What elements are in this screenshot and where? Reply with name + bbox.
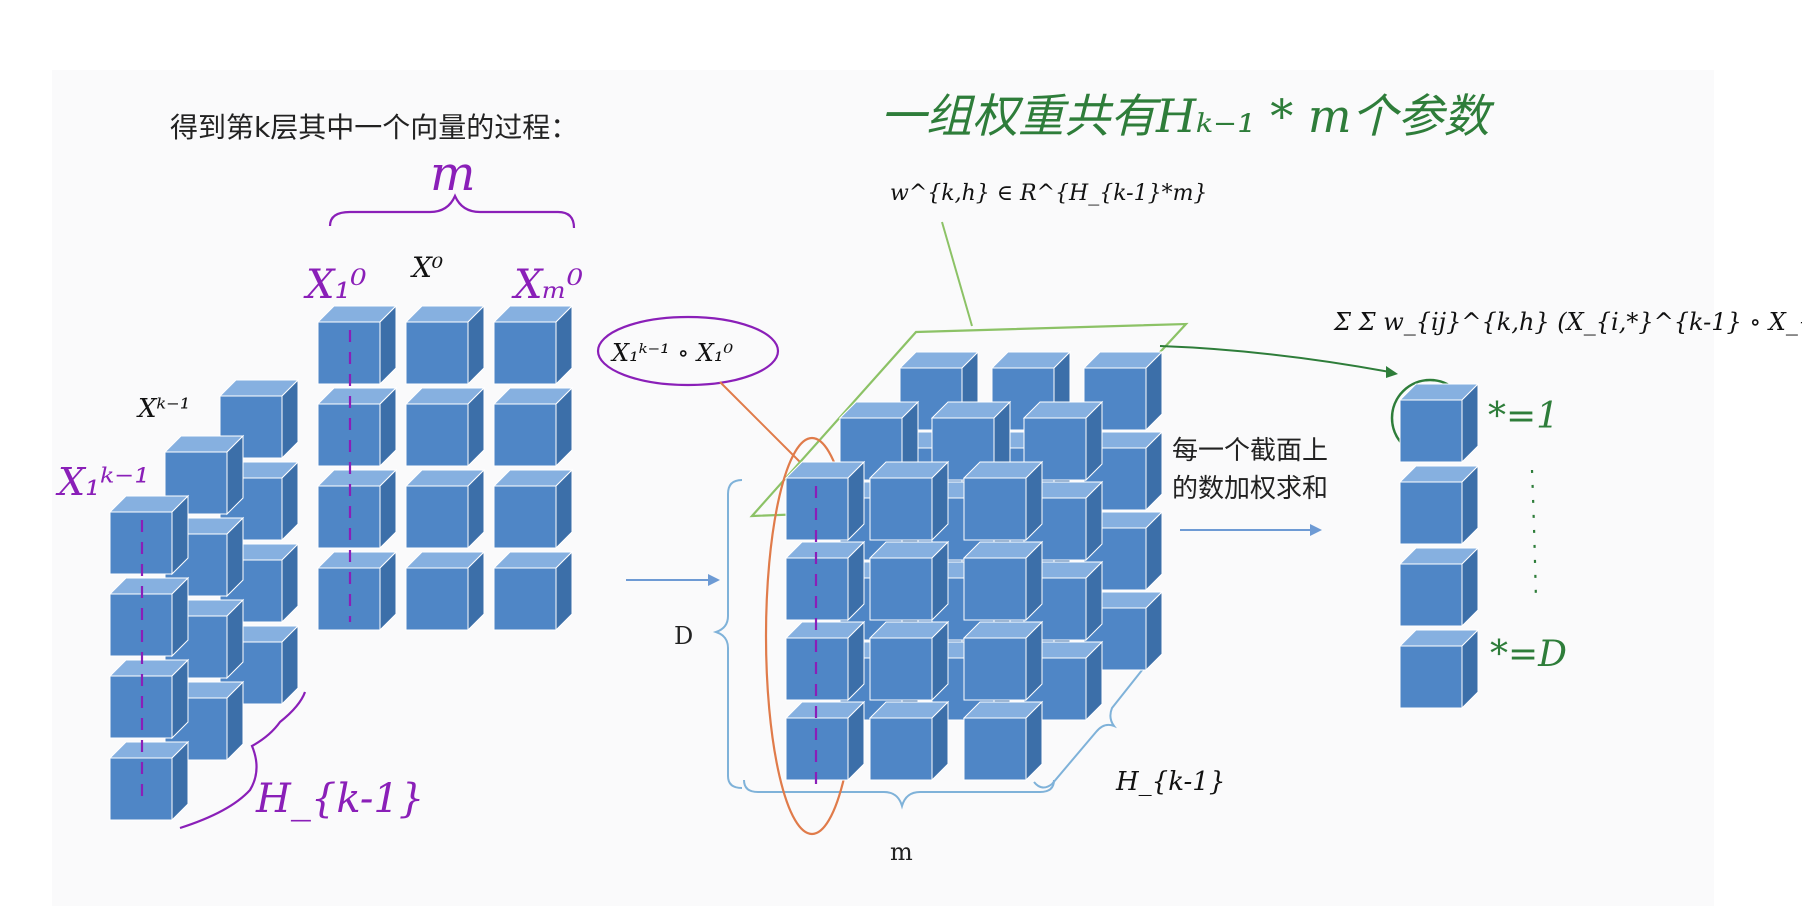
cube-block-mid: [838, 400, 920, 482]
cube-block-front: [784, 540, 866, 622]
cube-xk1: [108, 658, 190, 740]
orange-pointer: [719, 381, 801, 463]
hand-xm-0: Xₘ⁰: [511, 262, 583, 308]
cube-x0: [492, 550, 574, 632]
arrow-2-head: [1310, 524, 1322, 536]
hk1-label: H_{k-1}: [1115, 767, 1225, 797]
cube-xk1: [108, 740, 190, 822]
cube-block-front: [868, 540, 950, 622]
cube-x0: [492, 468, 574, 550]
cube-result: [1398, 382, 1480, 464]
section-text-1: 每一个截面上: [1172, 436, 1329, 466]
cube-block-front: [962, 540, 1044, 622]
cube-block-front: [868, 700, 950, 782]
cube-block-front: [962, 700, 1044, 782]
hand-hk1: H_{k-1}: [255, 776, 424, 822]
cube-x0: [404, 386, 486, 468]
cube-x0: [316, 468, 398, 550]
cube-block-mid: [1022, 400, 1104, 482]
cube-layer: [108, 304, 1480, 822]
brace-hk1-hand: [179, 691, 307, 830]
page-title: 得到第k层其中一个向量的过程：: [170, 111, 579, 144]
cube-block-back: [1082, 430, 1164, 512]
hadamard-label: X₁ᵏ⁻¹ ∘ X₁⁰: [610, 339, 733, 367]
green-note: 一组权重共有Hₖ₋₁ * m个参数: [880, 89, 1495, 143]
cube-x0: [316, 386, 398, 468]
cube-x0: [316, 550, 398, 632]
x0-label: X⁰: [410, 251, 443, 284]
cube-x0: [404, 468, 486, 550]
arrow-1-head: [708, 574, 720, 586]
hand-x1-0: X₁⁰: [303, 262, 367, 308]
m-label: m: [890, 838, 913, 866]
cube-block-front: [868, 620, 950, 702]
star-d: *=D: [1490, 634, 1567, 675]
cube-block-front: [962, 620, 1044, 702]
dash-layer: [140, 330, 818, 800]
star-1: *=1: [1488, 396, 1559, 437]
cube-result: [1398, 546, 1480, 628]
cube-xk1: [163, 434, 245, 516]
sum-formula: Σ Σ w_{ij}^{k,h} (X_{i,*}^{k-1} ∘ X_{j,*…: [1333, 308, 1802, 336]
brace-m: [743, 779, 1055, 810]
cube-x0: [404, 304, 486, 386]
xk1-label: Xᵏ⁻¹: [136, 394, 190, 424]
cube-block-front: [784, 620, 866, 702]
cube-xk1: [108, 576, 190, 658]
cube-x0: [404, 550, 486, 632]
weight-label: w^{k,h} ∈ R^{H_{k-1}*m}: [890, 181, 1207, 206]
green-dots: [1530, 469, 1538, 601]
cube-x0: [492, 304, 574, 386]
cube-x0: [492, 386, 574, 468]
cube-block-front: [784, 460, 866, 542]
green-pointer-head: [1386, 366, 1398, 378]
cube-result: [1398, 628, 1480, 710]
cube-result: [1398, 464, 1480, 546]
green-pointer: [1159, 345, 1391, 373]
hand-m-top: m: [430, 146, 476, 202]
brace-d: [712, 479, 743, 789]
section-text-2: 的数加权求和: [1172, 474, 1329, 504]
cube-x0: [316, 304, 398, 386]
cube-block-front: [868, 460, 950, 542]
hadamard-bubble: [596, 315, 780, 387]
cube-block-back: [1082, 510, 1164, 592]
weight-pointer: [941, 221, 973, 327]
cube-block-front: [784, 700, 866, 782]
cube-block-front: [962, 460, 1044, 542]
brace-m-top: [328, 193, 576, 229]
d-label: D: [674, 622, 693, 650]
cube-xk1: [108, 494, 190, 576]
